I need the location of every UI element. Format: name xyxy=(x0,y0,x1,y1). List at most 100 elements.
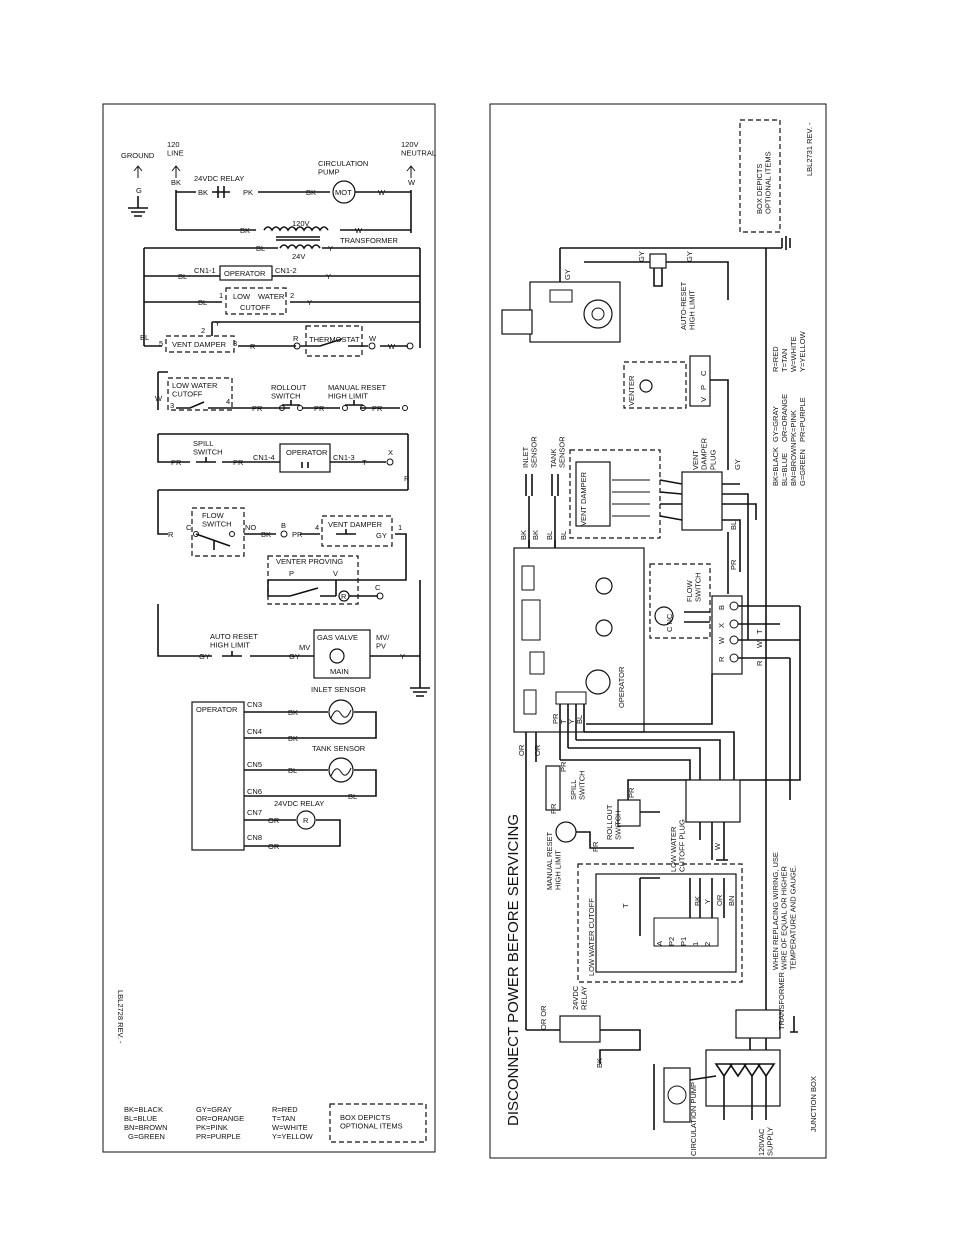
rollout-switch-body xyxy=(617,799,641,827)
lwco-plug-label: LOW WATERCUTOFF PLUG xyxy=(669,819,687,872)
lwc-t: T xyxy=(621,903,630,908)
relay-label: 24VDCRELAY xyxy=(571,985,589,1010)
cn6-label: CN6 xyxy=(247,787,262,796)
rel-oror: OR OR xyxy=(539,1005,548,1030)
junction-box xyxy=(705,1049,781,1107)
inlet-sensor-label: INLETSENSOR xyxy=(521,436,539,468)
offset-dial-icon xyxy=(595,577,613,595)
line-bk: BK xyxy=(171,178,181,187)
auto-reset-limit-icon xyxy=(649,253,667,269)
lwc-or: OR xyxy=(715,894,724,906)
ts-y: Y xyxy=(328,244,333,253)
legend-item: BN=BROWN xyxy=(124,1123,168,1132)
mr-pr: PR xyxy=(591,841,600,852)
neutral-w: W xyxy=(408,178,416,187)
spill-operator-contact xyxy=(301,462,309,468)
spill-rung xyxy=(157,433,408,463)
sensor-operator-label: OPERATOR xyxy=(196,705,238,714)
s1-pr3: PR xyxy=(372,404,383,413)
lwc-2: 2 xyxy=(703,942,712,946)
tr-wires xyxy=(749,1016,798,1060)
vp-v: V xyxy=(333,569,338,578)
fl-no: NO xyxy=(245,523,256,532)
line-arrow xyxy=(171,165,181,178)
sn-bl1: BL xyxy=(545,531,554,540)
rel-bk: BK xyxy=(595,1058,604,1068)
gas-valve-ground xyxy=(410,687,430,697)
thermostat-w-terminal xyxy=(368,342,376,350)
legend-item: BK=BLACK xyxy=(124,1105,163,1114)
gv-gy: GY xyxy=(563,269,572,280)
pump-bk1: BK xyxy=(198,188,208,197)
jb-leads xyxy=(723,1076,767,1120)
vd-5: 5 xyxy=(159,339,163,348)
vn-v: V xyxy=(699,397,708,402)
vdp-wire-bl xyxy=(722,519,741,572)
fl-c2 xyxy=(229,531,235,537)
left-legend: BK=BLACK BL=BLUE BN=BROWN G=GREEN GY=GRA… xyxy=(124,1105,314,1141)
spill-operator-box xyxy=(279,443,331,473)
tank-sensor-wire xyxy=(244,769,377,797)
op-bl: BL xyxy=(575,715,584,724)
lwc-p2: P2 xyxy=(667,937,676,946)
fl-c1 xyxy=(193,531,199,537)
tb-pr: PR xyxy=(729,559,738,570)
thermostat-optional-box xyxy=(305,325,363,357)
tank-sensor-label: TANK SENSOR xyxy=(312,744,366,753)
right-optional-legend-box xyxy=(739,119,781,233)
lwc-leads xyxy=(689,878,725,918)
mr-wire xyxy=(576,831,634,849)
tb-w2: W xyxy=(755,640,764,648)
cn1-3: CN1-3 xyxy=(333,453,355,462)
lwc-p1: P1 xyxy=(679,937,688,946)
low-voltage-rails xyxy=(143,248,421,348)
ar-gy2: GY xyxy=(685,251,694,262)
tb-b: B xyxy=(717,605,726,610)
legend-item: Y=YELLOW xyxy=(272,1132,314,1141)
operator-board-label: OPERATOR xyxy=(617,666,626,708)
op-display xyxy=(521,599,541,641)
manual-reset-switch-symbol xyxy=(345,400,363,406)
fl-pr: PR xyxy=(292,530,303,539)
fl-c: C xyxy=(186,523,192,532)
transformer-primary-coil xyxy=(263,226,329,232)
operator-leads xyxy=(559,704,585,760)
lwco-low: LOW xyxy=(233,292,251,301)
flow-switch-paddle-icon xyxy=(654,606,674,626)
vp-p: P xyxy=(289,569,294,578)
ar-probe xyxy=(653,268,663,287)
lwco-switch-optional-box xyxy=(167,377,233,411)
manual-reset-label: MANUAL RESETHIGH LIMIT xyxy=(545,832,563,890)
lwc-a: A xyxy=(655,941,664,946)
tb-r2: R xyxy=(755,660,764,666)
ts-bl: BL xyxy=(256,244,265,253)
vent-damper-switch-symbol xyxy=(336,529,356,535)
cn4-label: CN4 xyxy=(247,727,262,736)
auto-reset-switch-symbol xyxy=(222,651,242,657)
tb-r: R xyxy=(717,656,726,662)
gv-gy2: GY xyxy=(289,652,300,661)
transformer-core xyxy=(276,236,320,241)
lwco-terminal-block xyxy=(653,917,719,947)
safety-rung-1 xyxy=(176,401,400,409)
fl-b: B xyxy=(281,521,286,530)
fs-leads xyxy=(684,611,710,623)
gas-valve-knob-icon xyxy=(583,299,613,329)
lwco-module xyxy=(595,873,737,973)
vd-bl: BL xyxy=(140,333,149,342)
inlet-sensor-wire xyxy=(244,711,377,739)
op-pr: PR xyxy=(551,713,560,724)
replace-note: WHEN REPLACING WIRING, USEWIRE OF EQUAL … xyxy=(771,852,797,970)
legend-item: PK=PINK xyxy=(789,410,798,442)
sensor-probes xyxy=(525,474,559,496)
spill-operator-label: OPERATOR xyxy=(286,448,328,457)
yb-2: 2 xyxy=(201,326,205,335)
vp-c-terminal xyxy=(376,592,384,600)
fl-b-terminal xyxy=(280,530,288,538)
vd-3: 3 xyxy=(233,339,237,348)
rollout-switch-symbol xyxy=(282,400,300,406)
